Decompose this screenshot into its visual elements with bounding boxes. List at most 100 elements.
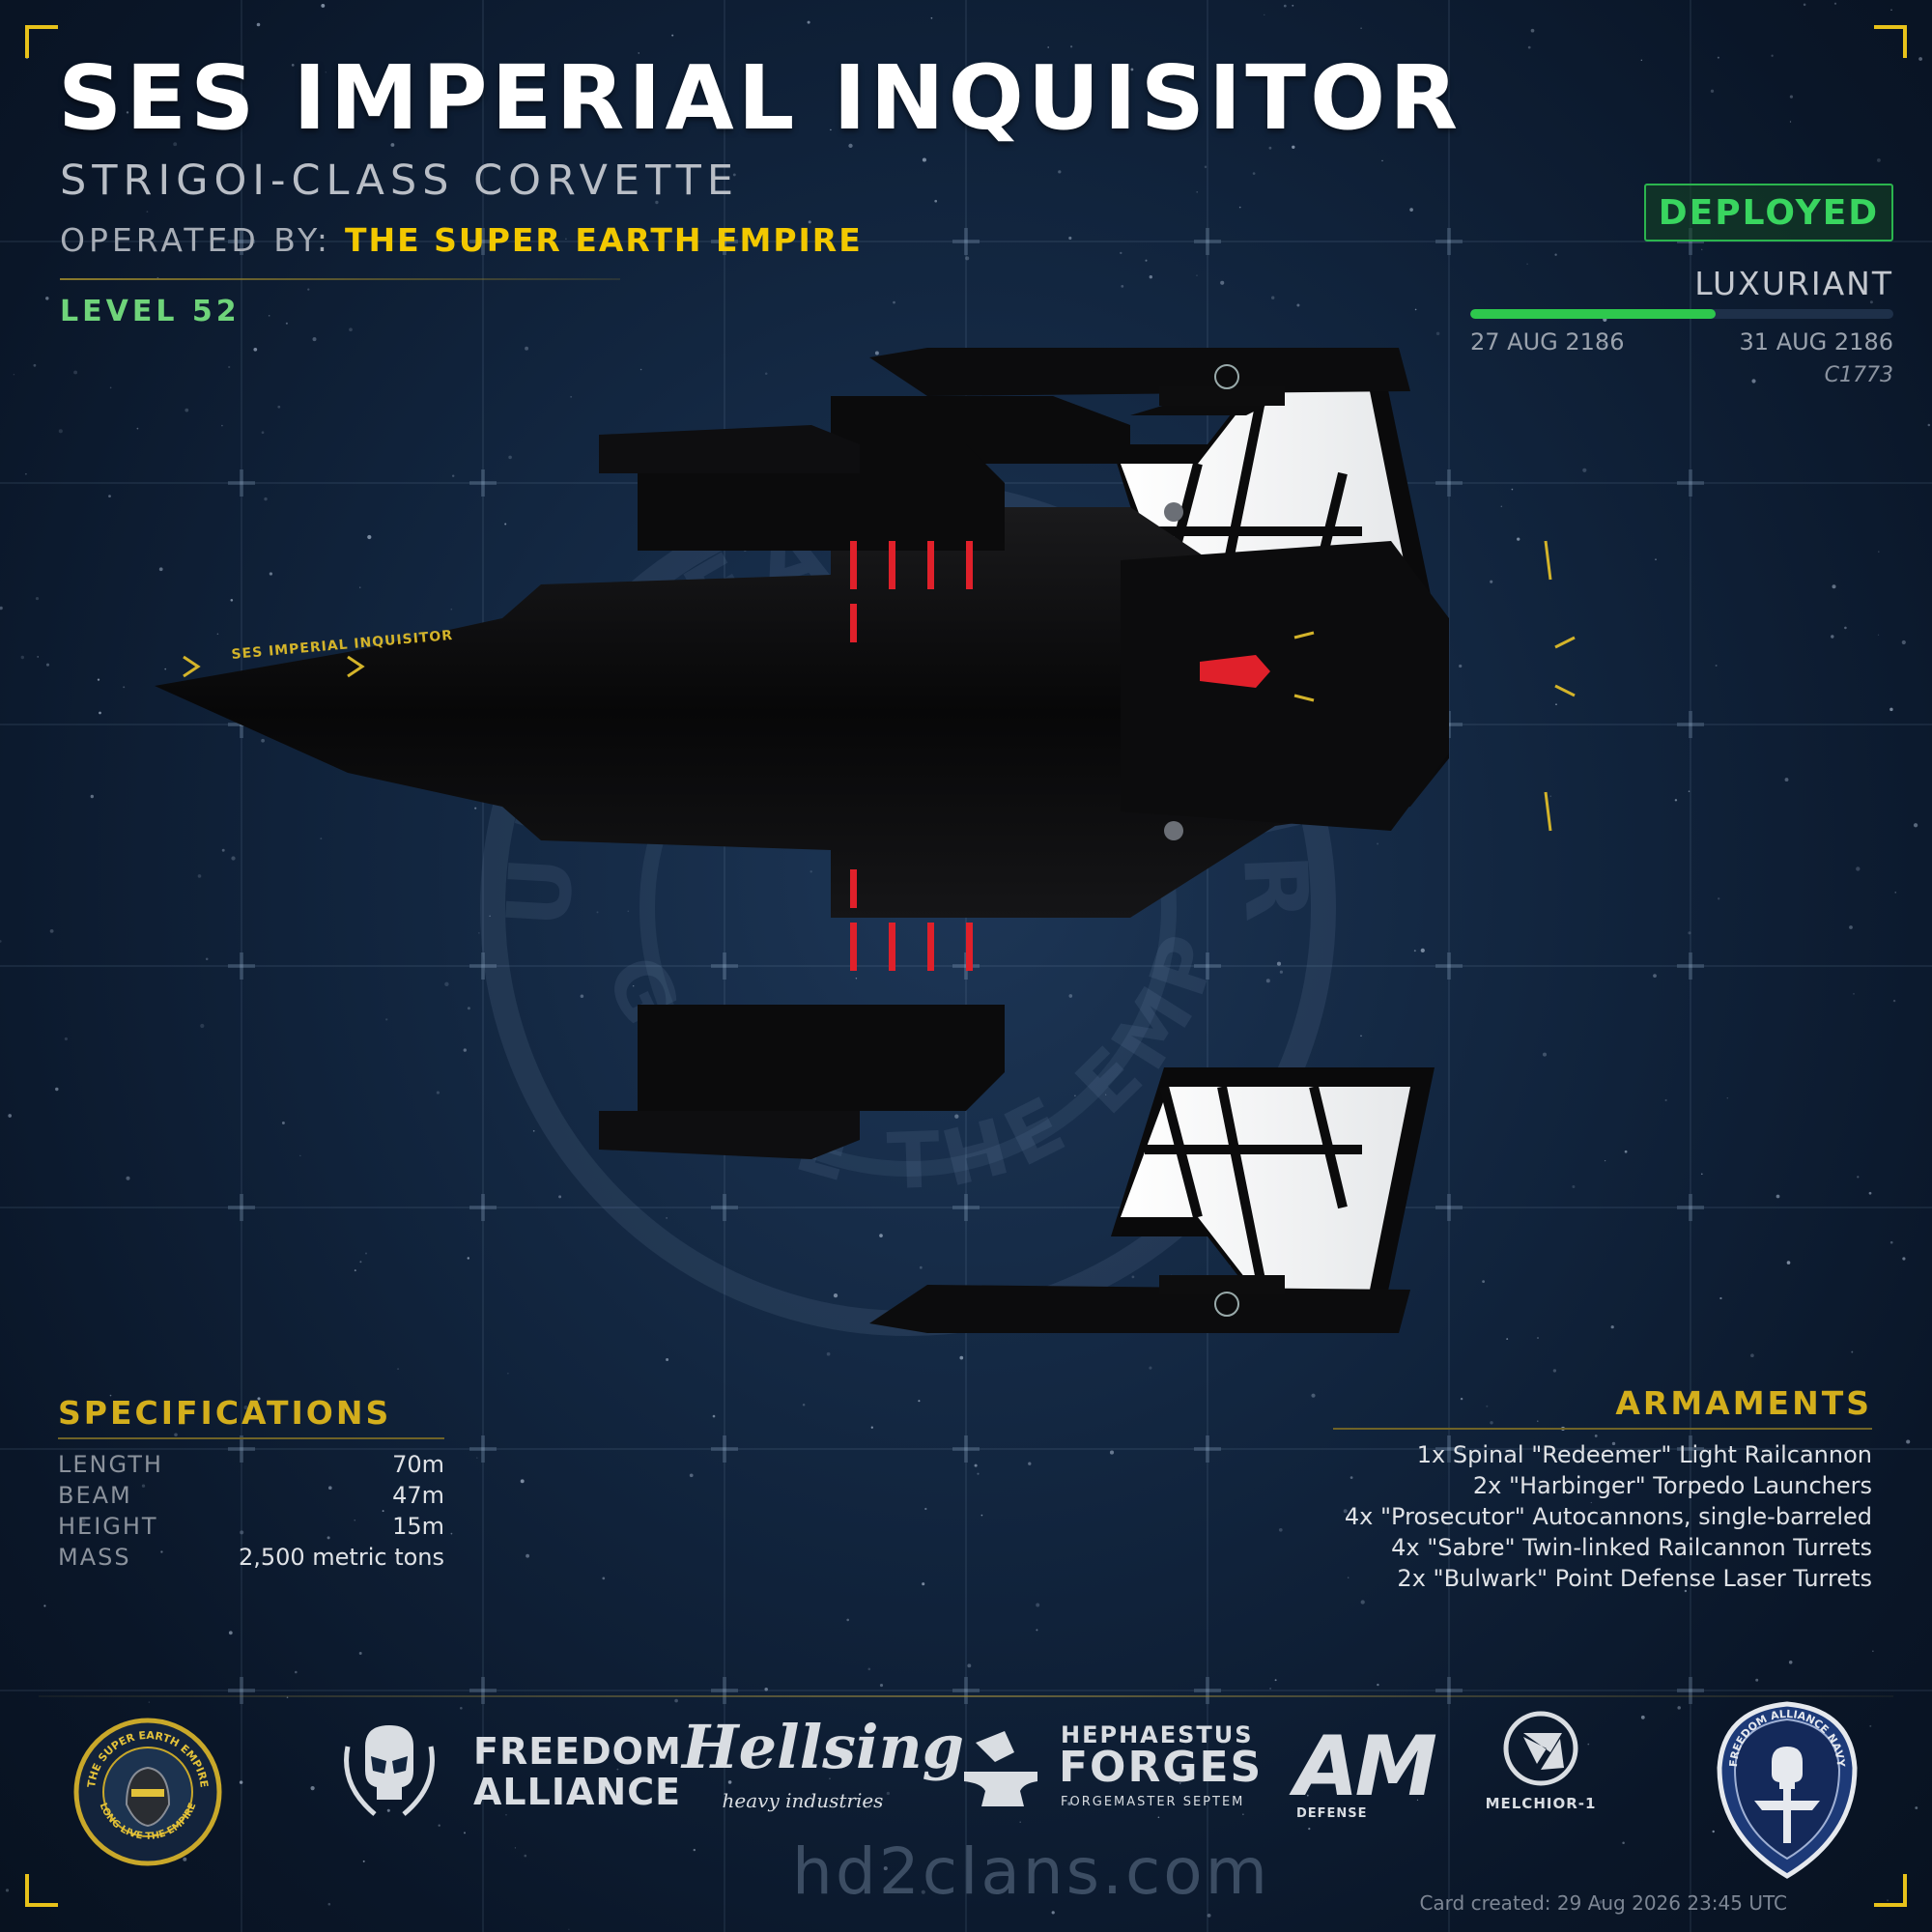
star [307, 288, 310, 291]
star [1196, 274, 1198, 276]
star [35, 597, 40, 601]
star [1677, 1706, 1681, 1710]
operator-name: THE SUPER EARTH EMPIRE [344, 221, 863, 259]
star [980, 1514, 983, 1517]
star [930, 16, 933, 19]
star [476, 1457, 478, 1459]
armaments-divider [1333, 1428, 1872, 1430]
armament-item: 1x Spinal "Redeemer" Light Railcannon [1416, 1441, 1872, 1468]
hephaestus-line2: FORGES [1059, 1743, 1264, 1792]
spec-label: HEIGHT [58, 1513, 158, 1540]
star [126, 1176, 130, 1180]
star [1786, 1261, 1791, 1264]
star [312, 337, 317, 342]
armament-item: 4x "Prosecutor" Autocannons, single-barr… [1344, 1503, 1872, 1530]
star [967, 1663, 972, 1668]
anvil-icon [964, 1731, 1037, 1806]
melchior-triangle-icon [1503, 1711, 1578, 1786]
star [1894, 892, 1896, 894]
star [256, 22, 261, 27]
star [1269, 1688, 1272, 1690]
hephaestus-forges-logo: HEPHAESTUS FORGES FORGEMASTER SEPTEM [956, 1718, 1265, 1824]
site-url[interactable]: hd2clans.com [792, 1834, 1270, 1909]
star [965, 256, 970, 261]
star [1876, 157, 1881, 162]
star [1889, 1240, 1893, 1244]
corner-bracket-top-right [1874, 25, 1907, 58]
star [1526, 263, 1528, 266]
star [99, 711, 101, 715]
star [1381, 159, 1383, 162]
star [1220, 280, 1225, 285]
spec-value: 47m [392, 1482, 444, 1509]
star [295, 1670, 298, 1674]
star [1537, 1337, 1539, 1339]
star [1755, 1678, 1759, 1682]
star [1789, 121, 1792, 123]
star [1877, 634, 1880, 636]
star [45, 297, 49, 300]
star [33, 363, 37, 367]
hephaestus-subtitle: FORGEMASTER SEPTEM [1061, 1795, 1245, 1809]
star [959, 1355, 964, 1360]
header-divider [60, 278, 620, 280]
navy-skull-icon [1754, 1747, 1820, 1843]
star [1360, 27, 1362, 30]
star [1036, 1603, 1040, 1607]
star [846, 1618, 850, 1622]
star [568, 1928, 570, 1930]
star [438, 1824, 440, 1827]
star [43, 1605, 46, 1607]
star [1776, 1194, 1780, 1199]
star [671, 34, 674, 37]
eagle-helmet-icon [125, 1766, 171, 1828]
star [1283, 4, 1287, 8]
star [918, 1400, 921, 1403]
ship-name: SES IMPERIAL INQUISITOR [58, 46, 1463, 150]
spec-value: 2,500 metric tons [238, 1544, 444, 1571]
star [73, 370, 78, 375]
star [1906, 1439, 1911, 1444]
star [1506, 1338, 1509, 1341]
card-created-timestamp: Card created: 29 Aug 2026 23:45 UTC [1419, 1891, 1787, 1915]
star [349, 327, 353, 332]
am-defense-logo: AM DEFENSE [1294, 1725, 1449, 1822]
deployment-end-date: 31 AUG 2186 [1739, 328, 1893, 355]
star [459, 1706, 463, 1710]
operated-by: OPERATED BY:THE SUPER EARTH EMPIRE [60, 224, 863, 256]
star [802, 1404, 806, 1406]
spec-value: 15m [392, 1513, 444, 1540]
star [1121, 285, 1124, 288]
star [922, 1582, 925, 1586]
star [90, 794, 94, 799]
am-letters: AM [1294, 1719, 1437, 1815]
star [1278, 1527, 1283, 1532]
star [310, 1786, 315, 1791]
melchior-name: MELCHIOR-1 [1485, 1795, 1597, 1812]
star [879, 1684, 884, 1688]
freedom-alliance-line2: ALLIANCE [473, 1771, 682, 1813]
star [1149, 275, 1152, 279]
star [602, 1577, 606, 1580]
spec-row-height: HEIGHT 15m [58, 1511, 444, 1542]
specifications-title: SPECIFICATIONS [58, 1394, 392, 1432]
star [1902, 1257, 1906, 1261]
star [1889, 707, 1893, 712]
star [358, 1652, 362, 1655]
star [1892, 999, 1896, 1003]
armament-item: 4x "Sabre" Twin-linked Railcannon Turret… [1391, 1534, 1872, 1561]
spec-label: LENGTH [58, 1451, 163, 1478]
star [1252, 172, 1256, 175]
star [1717, 56, 1719, 59]
star [174, 1433, 178, 1437]
star [1901, 639, 1906, 645]
deployment-code: C1773 [1824, 363, 1893, 387]
star [1915, 1806, 1918, 1809]
star [1527, 45, 1531, 49]
star [520, 1479, 525, 1484]
star [1890, 9, 1892, 12]
star [826, 1351, 831, 1356]
star [1207, 1913, 1211, 1918]
deployment-progress-fill [1470, 309, 1717, 319]
